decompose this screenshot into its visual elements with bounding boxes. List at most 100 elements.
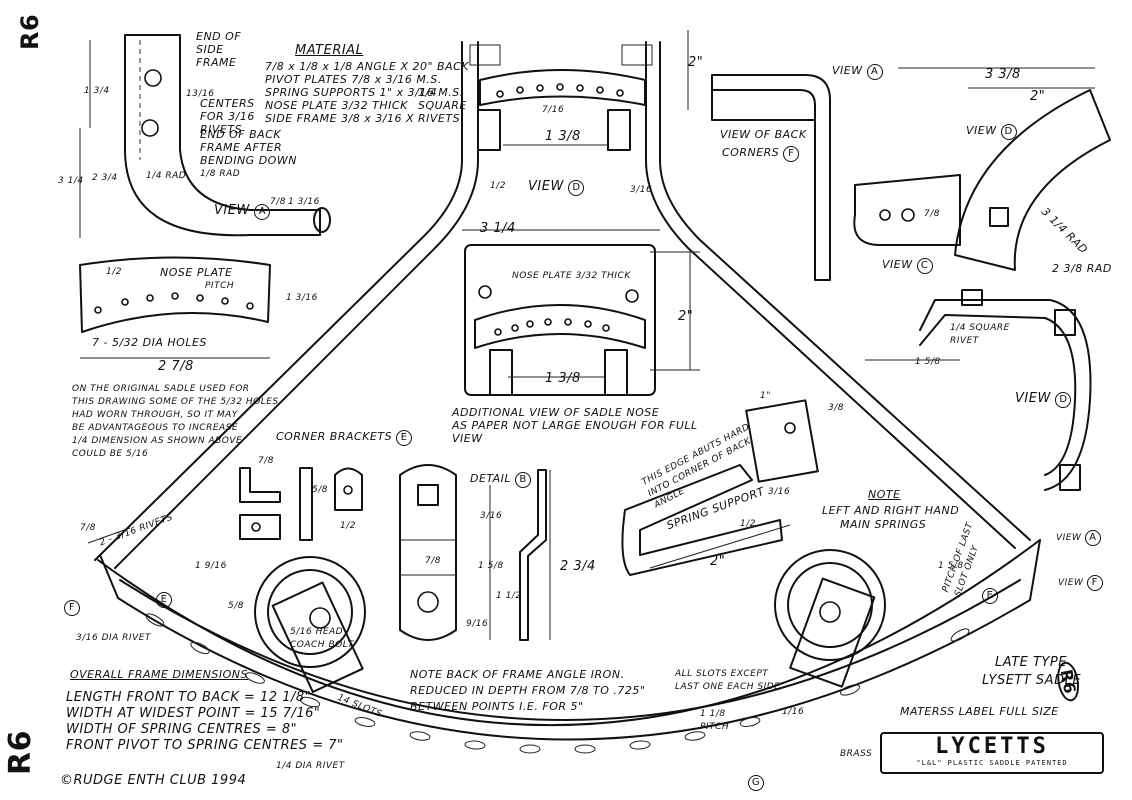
dim: 1/2 bbox=[340, 521, 356, 531]
note-line: HAD WORN THROUGH, SO IT MAY bbox=[72, 410, 238, 420]
note-right-heading: NOTE bbox=[868, 488, 901, 501]
holes-note: 7 - 5/32 DIA HOLES bbox=[92, 336, 207, 349]
dim: 7/16 bbox=[542, 105, 565, 115]
view-back-label: VIEW OF BACK bbox=[720, 128, 807, 141]
dim: 1 1/2 bbox=[496, 591, 522, 601]
additional-view-note2: AS PAPER NOT LARGE ENOUGH FOR FULL bbox=[452, 419, 698, 432]
marker-e-left: E bbox=[156, 592, 172, 608]
dim: 5/8 bbox=[228, 601, 244, 611]
overall-line: WIDTH AT WIDEST POINT = 15 7/16" bbox=[66, 706, 321, 721]
dim: 2 3/4 bbox=[92, 173, 118, 183]
pitch-label: PITCH bbox=[205, 281, 235, 291]
dim: 7/8 bbox=[924, 209, 940, 219]
dim: 7/8 bbox=[258, 456, 274, 466]
note-left: ON THE ORIGINAL SADLE USED FOR THIS DRAW… bbox=[72, 383, 279, 461]
corners-label: CORNERS F bbox=[722, 146, 800, 162]
note-back-frame3: BETWEEN POINTS I.E. FOR 5" bbox=[410, 700, 584, 713]
brass-label: BRASS bbox=[840, 749, 873, 759]
dim: 1 3/8 bbox=[545, 129, 581, 144]
material-line: NOSE PLATE 3/32 THICK bbox=[265, 99, 408, 112]
dim: 9/16 bbox=[466, 619, 489, 629]
dim: 1 3/4 bbox=[84, 86, 110, 96]
frame-end-detail bbox=[79, 34, 331, 238]
dim: 2 3/4 bbox=[560, 559, 596, 574]
pitch-note: 1 1/8 PITCH bbox=[700, 709, 730, 732]
additional-view-note: ADDITIONAL VIEW OF SADLE NOSE bbox=[452, 406, 660, 419]
corner-brackets-heading: CORNER BRACKETS E bbox=[276, 430, 413, 446]
note-back-frame: NOTE BACK OF FRAME ANGLE IRON. bbox=[410, 668, 625, 681]
note-right-line2: MAIN SPRINGS bbox=[840, 518, 927, 531]
centers-note: CENTERS FOR 3/16 RIVETS bbox=[200, 97, 255, 136]
view-a-right: VIEW A bbox=[1056, 530, 1101, 546]
maker-badge: LYCETTS "L&L" PLASTIC SADDLE PATENTED bbox=[880, 732, 1104, 774]
badge-main: LYCETTS bbox=[935, 734, 1049, 759]
material-heading: MATERIAL bbox=[295, 43, 364, 58]
material-line: 7/8 x 1/8 x 1/8 ANGLE X 20" BACK bbox=[265, 60, 470, 73]
badge-sub: "L&L" PLASTIC SADDLE PATENTED bbox=[916, 759, 1068, 767]
dim: 1 5/8 bbox=[915, 357, 941, 367]
overall-list: LENGTH FRONT TO BACK = 12 1/8" WIDTH AT … bbox=[66, 690, 343, 754]
coach-bolt-note: 5/16 HEAD COACH BOLT bbox=[290, 627, 354, 650]
side-spring-view bbox=[919, 289, 1092, 491]
material-line: SPRING SUPPORTS 1" x 3/16 M.S. bbox=[265, 86, 464, 99]
view-d-top: VIEW D bbox=[966, 124, 1017, 140]
material-line: PIVOT PLATES 7/8 x 3/16 M.S. bbox=[265, 73, 442, 86]
dim: 2" bbox=[688, 55, 704, 70]
dim: 2" bbox=[710, 554, 726, 569]
dim: 1/2 bbox=[490, 181, 506, 191]
view-d-centre: VIEW D bbox=[528, 180, 585, 196]
rivets-note: 1/4 SQUARE RIVETS bbox=[418, 86, 467, 125]
view-a-label: VIEW A bbox=[214, 204, 271, 220]
dim: 5/8 bbox=[312, 485, 328, 495]
nose-plate-width: 2 7/8 bbox=[158, 359, 194, 374]
note-right-line1: LEFT AND RIGHT HAND bbox=[822, 504, 960, 517]
note-line: ON THE ORIGINAL SADLE USED FOR bbox=[72, 384, 250, 394]
note-line: 1/4 DIMENSION AS SHOWN ABOVE bbox=[72, 436, 243, 446]
view-a-top: VIEW A bbox=[832, 64, 883, 80]
detail-b-drawing bbox=[399, 464, 547, 641]
back-corner-view bbox=[711, 74, 831, 281]
dim: 2" bbox=[1030, 89, 1046, 104]
dim: 1" bbox=[760, 391, 771, 401]
maters-label: MATERSS LABEL FULL SIZE bbox=[900, 705, 1059, 718]
dim: 1/2 bbox=[740, 519, 756, 529]
note-back-frame2: REDUCED IN DEPTH FROM 7/8 TO .725" bbox=[410, 684, 646, 697]
view-f-right: VIEW F bbox=[1058, 575, 1103, 591]
spring-support-drawing bbox=[621, 399, 819, 576]
dim: 3/8 bbox=[828, 403, 844, 413]
view-c-label: VIEW C bbox=[882, 258, 933, 274]
copyright: ©RUDGE ENTH CLUB 1994 bbox=[60, 773, 247, 788]
overall-heading: OVERALL FRAME DIMENSIONS bbox=[70, 668, 248, 681]
additional-nose-view bbox=[464, 244, 700, 396]
sheet-ref-left: R6 bbox=[3, 730, 38, 775]
note-line: THIS DRAWING SOME OF THE 5/32 HOLES bbox=[72, 397, 279, 407]
dim: 1 3/8 bbox=[545, 371, 581, 386]
dimension-lines bbox=[87, 30, 1095, 640]
nose-top bbox=[469, 44, 653, 151]
rad2-label: 1/8 RAD bbox=[200, 169, 241, 179]
dim: 3 1/4 bbox=[480, 221, 516, 236]
dim: 3/16 bbox=[768, 487, 791, 497]
overall-line: FRONT PIVOT TO SPRING CENTRES = 7" bbox=[66, 738, 344, 753]
dim: 1/2 bbox=[106, 267, 122, 277]
dim: 3 1/4 bbox=[58, 176, 84, 186]
dim: 1 9/16 bbox=[195, 561, 227, 571]
end-back-frame-note: END OF BACK FRAME AFTER BENDING DOWN bbox=[200, 128, 297, 167]
dim: 3/16 bbox=[630, 185, 653, 195]
nose-thick-note: NOSE PLATE 3/32 THICK bbox=[512, 271, 631, 281]
dim: 7/8 bbox=[425, 556, 441, 566]
dim: 2" bbox=[678, 309, 694, 324]
title-line1: LATE TYPE bbox=[995, 655, 1067, 670]
overall-line: LENGTH FRONT TO BACK = 12 1/8" bbox=[66, 690, 312, 705]
view-d-side: VIEW D bbox=[1015, 392, 1072, 408]
rad-238: 2 3/8 RAD bbox=[1052, 262, 1112, 275]
detail-b-label: DETAIL B bbox=[470, 472, 532, 488]
marker-g: G bbox=[748, 775, 764, 791]
dim: 13/16 bbox=[186, 89, 215, 99]
material-list: 7/8 x 1/8 x 1/8 ANGLE X 20" BACK PIVOT P… bbox=[265, 60, 469, 125]
additional-view-note3: VIEW bbox=[452, 432, 483, 445]
note-line: BE ADVANTAGEOUS TO INCREASE bbox=[72, 423, 239, 433]
spring-seats bbox=[254, 549, 886, 693]
nose-plate-height: 1 3/16 bbox=[286, 293, 318, 303]
